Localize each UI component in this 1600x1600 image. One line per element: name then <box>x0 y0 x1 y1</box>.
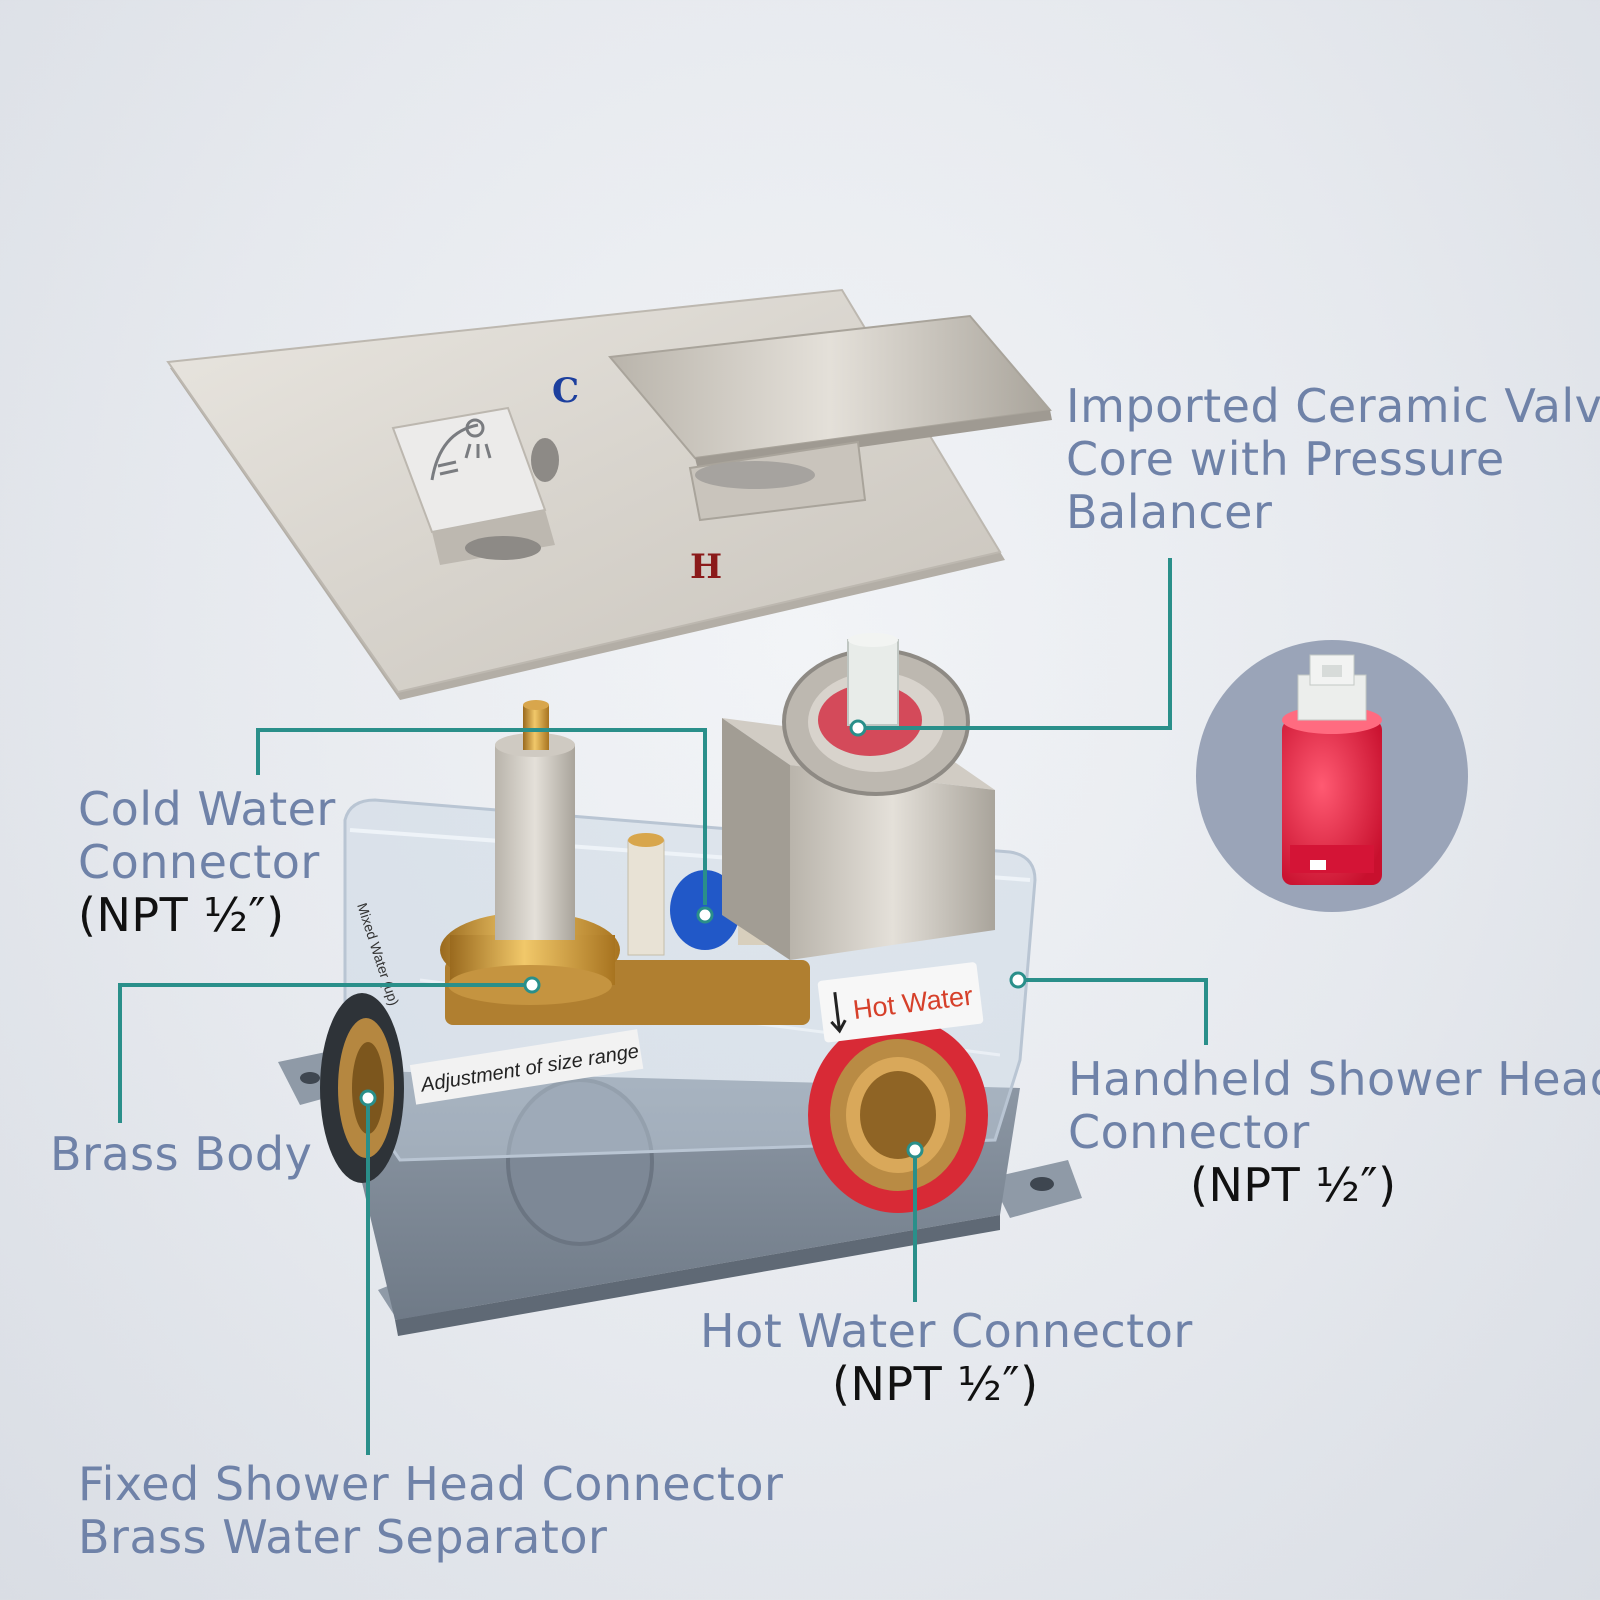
ceramic-valve-line1: Imported Ceramic Valve <box>1066 379 1600 433</box>
cold-water-line1: Cold Water <box>78 782 336 836</box>
ceramic-valve-line2: Core with Pressure <box>1066 432 1505 486</box>
handheld-line1: Handheld Shower Head <box>1068 1052 1600 1106</box>
leader-dots <box>359 719 1027 1159</box>
handheld-label: Handheld Shower Head Connector (NPT ½″) <box>1068 1053 1600 1212</box>
brass-body-label: Brass Body <box>50 1128 312 1181</box>
leader-lines <box>118 558 1208 1455</box>
hot-water-label: Hot Water Connector (NPT ½″) <box>700 1305 1193 1411</box>
cartridge-inset <box>1196 640 1468 912</box>
trim-plate: C H <box>166 288 1052 700</box>
ceramic-valve-label: Imported Ceramic Valve Core with Pressur… <box>1066 380 1600 539</box>
cold-water-spec: (NPT ½″) <box>78 888 285 942</box>
handheld-line2: Connector <box>1068 1105 1310 1159</box>
fixed-shower-line2: Brass Water Separator <box>78 1510 608 1564</box>
hot-water-port <box>808 1017 988 1213</box>
cold-water-line2: Connector <box>78 835 320 889</box>
hot-water-line1: Hot Water Connector <box>700 1304 1193 1358</box>
hot-mark: H <box>690 547 722 587</box>
brass-body-line1: Brass Body <box>50 1127 313 1181</box>
hot-water-sticker: Hot Water <box>817 962 984 1043</box>
cold-water-label: Cold Water Connector (NPT ½″) <box>78 783 336 942</box>
hot-water-spec: (NPT ½″) <box>832 1357 1039 1411</box>
leader-brass-body <box>118 983 532 1123</box>
handheld-spec: (NPT ½″) <box>1190 1158 1397 1212</box>
fixed-shower-port <box>320 993 404 1183</box>
brass-body <box>440 700 810 1025</box>
leader-handheld <box>1018 978 1208 1045</box>
shower-head-icon <box>430 418 492 481</box>
fixed-shower-label: Fixed Shower Head Connector Brass Water … <box>78 1458 783 1564</box>
ceramic-valve-line3: Balancer <box>1066 485 1273 539</box>
valve-block <box>722 633 995 960</box>
down-arrow-icon <box>830 992 847 1034</box>
cold-mark: C <box>552 371 579 411</box>
fixed-shower-line1: Fixed Shower Head Connector <box>78 1457 784 1511</box>
leader-ceramic-valve <box>858 558 1172 730</box>
leader-cold-water <box>256 728 707 905</box>
